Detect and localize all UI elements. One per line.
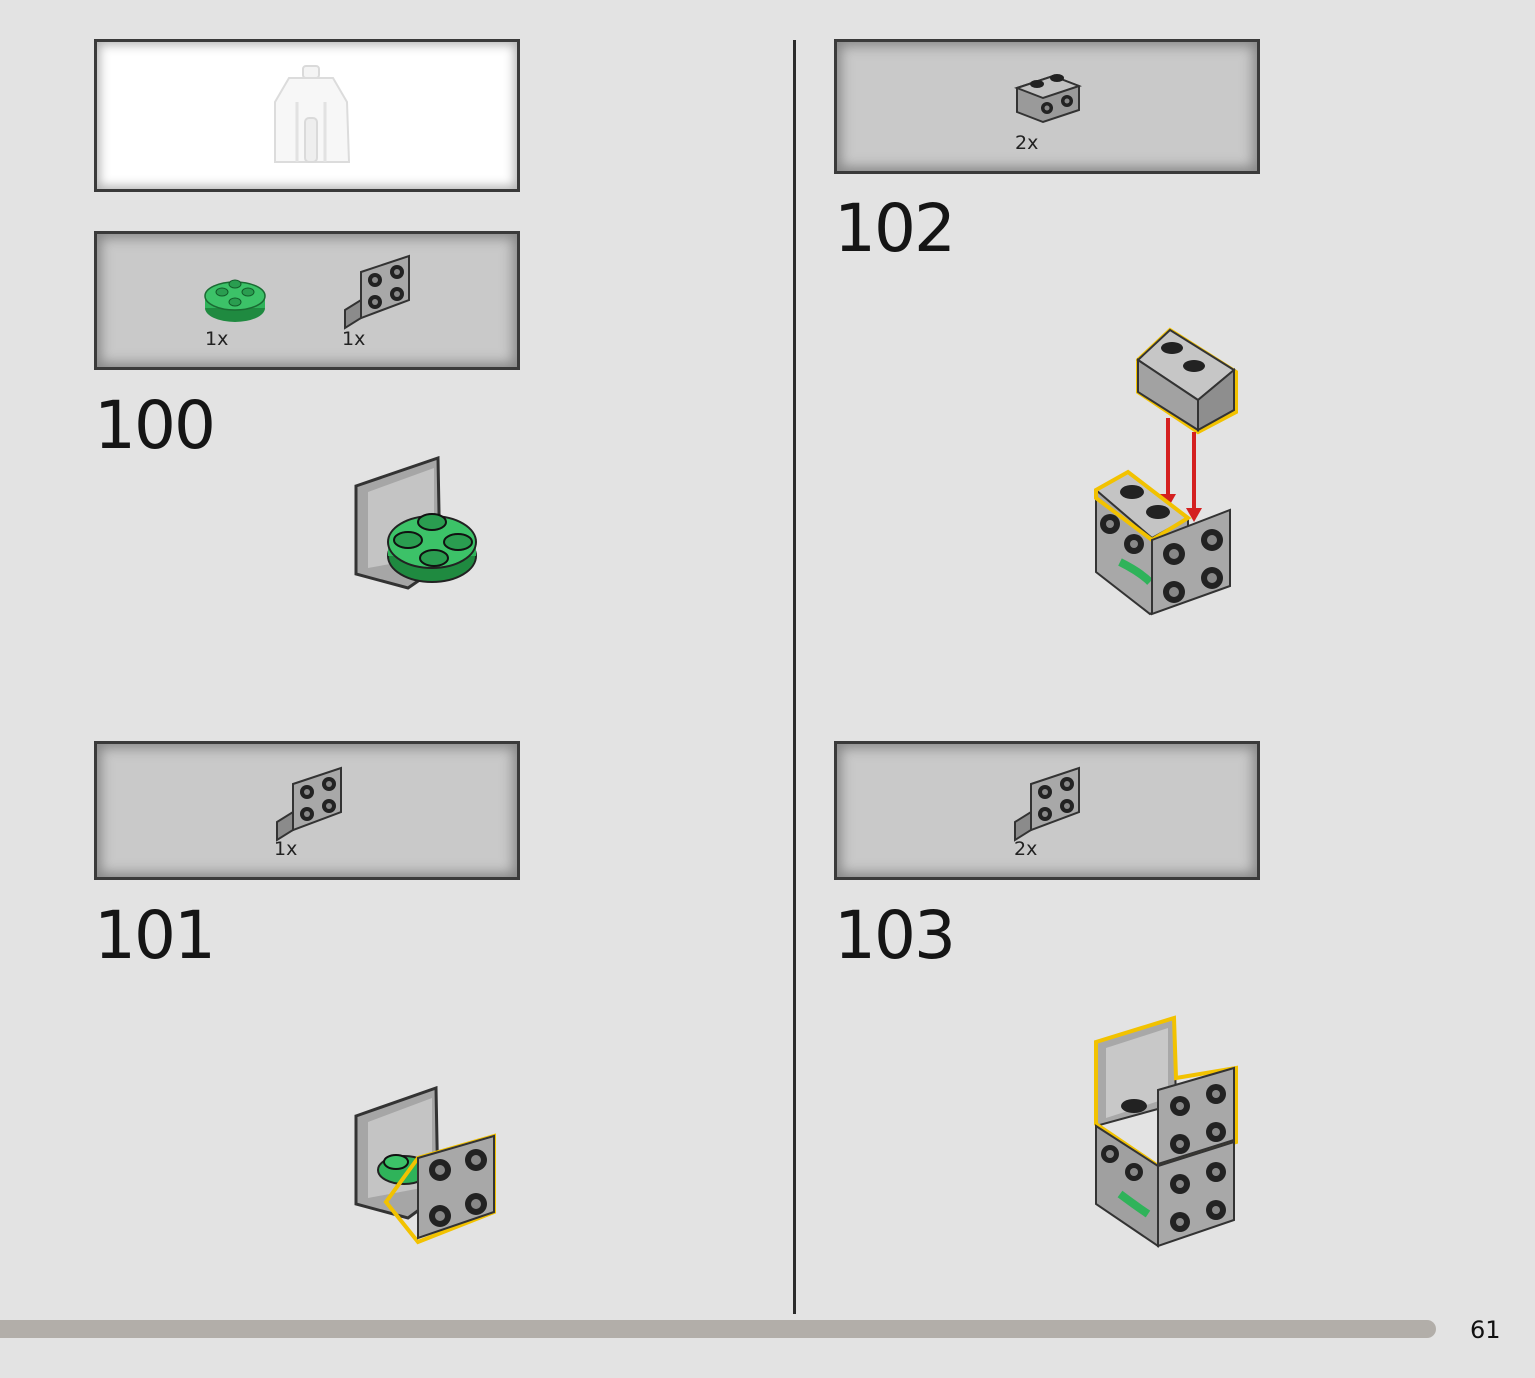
step-103-parts-panel: 2x — [834, 741, 1260, 880]
step-number: 100 — [94, 387, 216, 464]
page-progress-bar — [0, 1320, 1436, 1338]
green-round-plate-icon — [204, 279, 266, 322]
figure-torso-icon — [274, 65, 351, 163]
step-102-assembly-illustration — [1094, 327, 1238, 616]
step-101-assembly-illustration — [354, 1086, 496, 1245]
part-quantity: 1x — [274, 838, 298, 860]
step-101-parts-panel: 1x — [94, 741, 520, 880]
step-100-parts-panel: 1x 1x — [94, 231, 520, 370]
step-number: 101 — [94, 897, 216, 974]
page-number: 61 — [1470, 1316, 1501, 1344]
gray-brick-1x2-icon — [1014, 74, 1082, 124]
gray-bracket-icon — [344, 254, 410, 330]
gray-bracket-icon — [276, 766, 342, 842]
submodel-preview-panel — [94, 39, 520, 192]
column-divider — [793, 40, 796, 1314]
step-103-assembly-illustration — [1094, 1015, 1238, 1248]
part-quantity: 1x — [342, 328, 366, 350]
gray-bracket-icon — [1014, 766, 1080, 842]
step-102-parts-panel: 2x — [834, 39, 1260, 174]
part-quantity: 2x — [1015, 132, 1039, 154]
part-quantity: 1x — [205, 328, 229, 350]
step-number: 102 — [834, 190, 956, 267]
part-quantity: 2x — [1014, 838, 1038, 860]
step-number: 103 — [834, 897, 956, 974]
step-100-assembly-illustration — [354, 456, 477, 590]
